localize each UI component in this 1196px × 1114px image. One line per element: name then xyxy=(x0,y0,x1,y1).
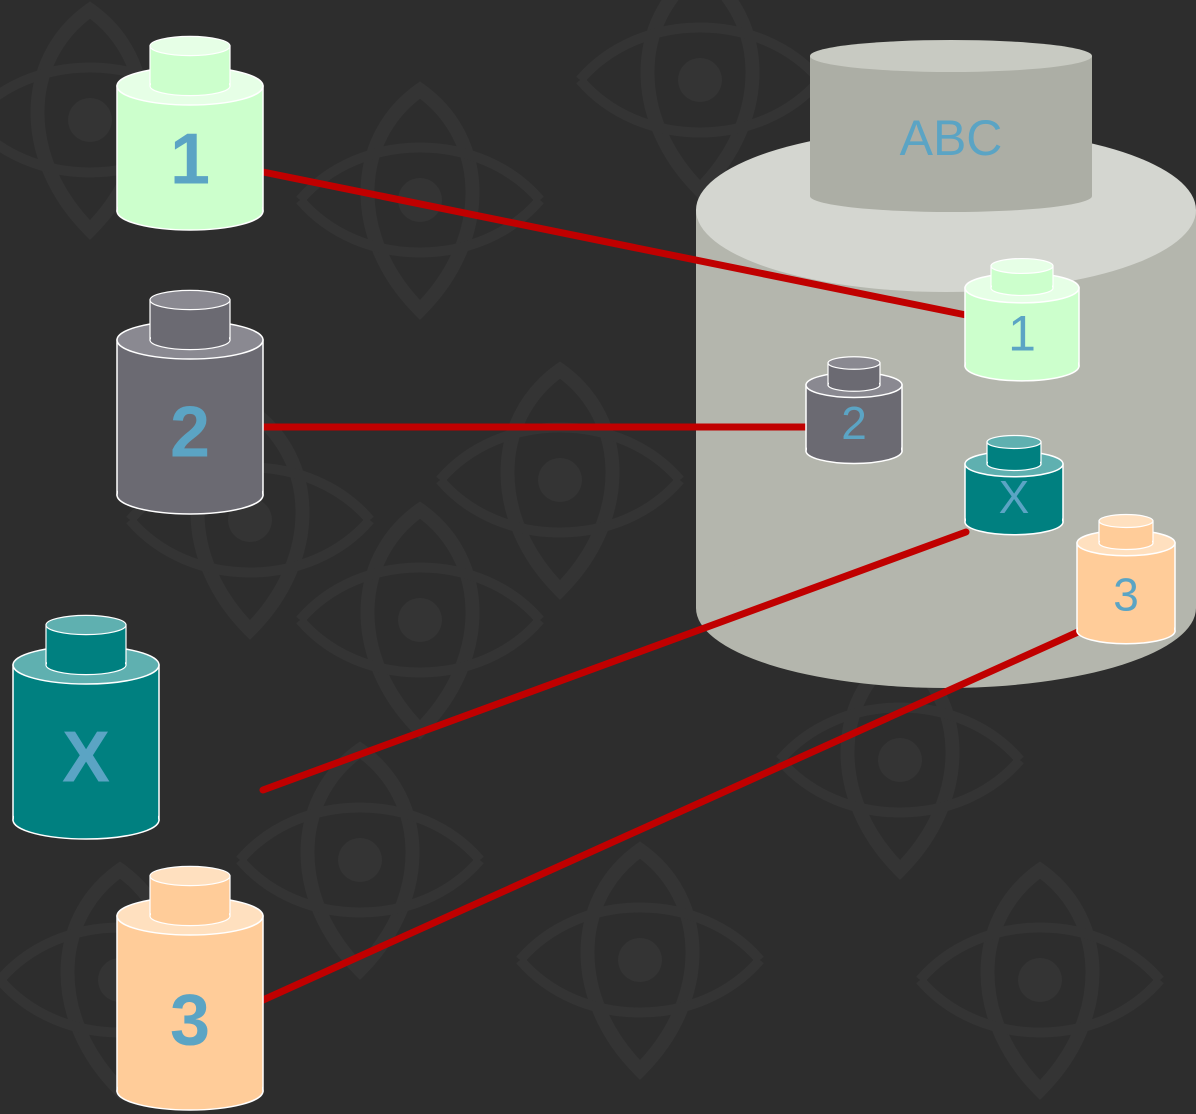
small-cylinder-label-3: 3 xyxy=(1113,568,1139,620)
cylinder-body-fill xyxy=(14,665,158,820)
cylinder-body-fill xyxy=(118,86,262,211)
damask-motif xyxy=(236,741,484,980)
database-cylinders: 1 1 2 2X X 3 3 xyxy=(12,35,1176,1111)
cylinder-body-fill xyxy=(118,916,262,1091)
connector-line-x xyxy=(259,528,970,794)
container-label: ABC xyxy=(900,110,1003,166)
damask-motif xyxy=(296,81,544,320)
damask-motif xyxy=(776,641,1024,880)
connector-line-1 xyxy=(259,168,970,319)
cylinder-cap-top xyxy=(986,434,1042,450)
container-cap-body xyxy=(810,56,1092,196)
cylinder-cap-top xyxy=(1098,513,1154,529)
damask-motif xyxy=(296,501,544,740)
damask-motif xyxy=(576,0,824,200)
big-cylinder-label-1: 1 xyxy=(170,120,210,200)
big-cylinder-label-2: 2 xyxy=(170,392,210,472)
cylinder-body-fill xyxy=(118,340,262,495)
cylinder-cap-top xyxy=(149,289,231,311)
damask-motif xyxy=(516,841,764,1080)
damask-motif xyxy=(436,361,684,600)
cylinder-cap-top xyxy=(827,356,881,370)
big-cylinder-2: 2 xyxy=(116,289,264,515)
small-cylinder-1: 1 xyxy=(964,257,1080,382)
container-cap-top xyxy=(810,40,1092,72)
big-cylinder-x: X xyxy=(12,614,160,840)
damask-motif xyxy=(916,861,1164,1100)
big-cylinder-label-3: 3 xyxy=(170,981,210,1061)
small-cylinder-label-2: 2 xyxy=(841,397,867,449)
cylinder-cap-top xyxy=(149,865,231,887)
big-cylinder-3: 3 xyxy=(116,865,264,1111)
small-cylinder-x: X xyxy=(964,434,1064,536)
small-cylinder-label-1: 1 xyxy=(1008,305,1036,361)
connector-line-3 xyxy=(259,628,1082,1004)
connector-lines xyxy=(259,168,1082,1004)
small-cylinder-3: 3 xyxy=(1076,513,1176,645)
big-cylinder-1: 1 xyxy=(116,35,264,231)
small-cylinder-label-x: X xyxy=(999,471,1030,523)
cylinder-body-fill xyxy=(1078,543,1174,631)
cylinder-cap-top xyxy=(990,257,1054,275)
container-cap-bottom xyxy=(810,180,1092,212)
cylinder-cap-top xyxy=(45,614,127,636)
small-cylinder-2: 2 xyxy=(805,356,903,465)
cylinder-cap-top xyxy=(149,35,231,57)
big-cylinder-label-x: X xyxy=(62,717,110,797)
damask-background-pattern xyxy=(0,0,1160,1090)
container-bottom xyxy=(696,528,1196,688)
